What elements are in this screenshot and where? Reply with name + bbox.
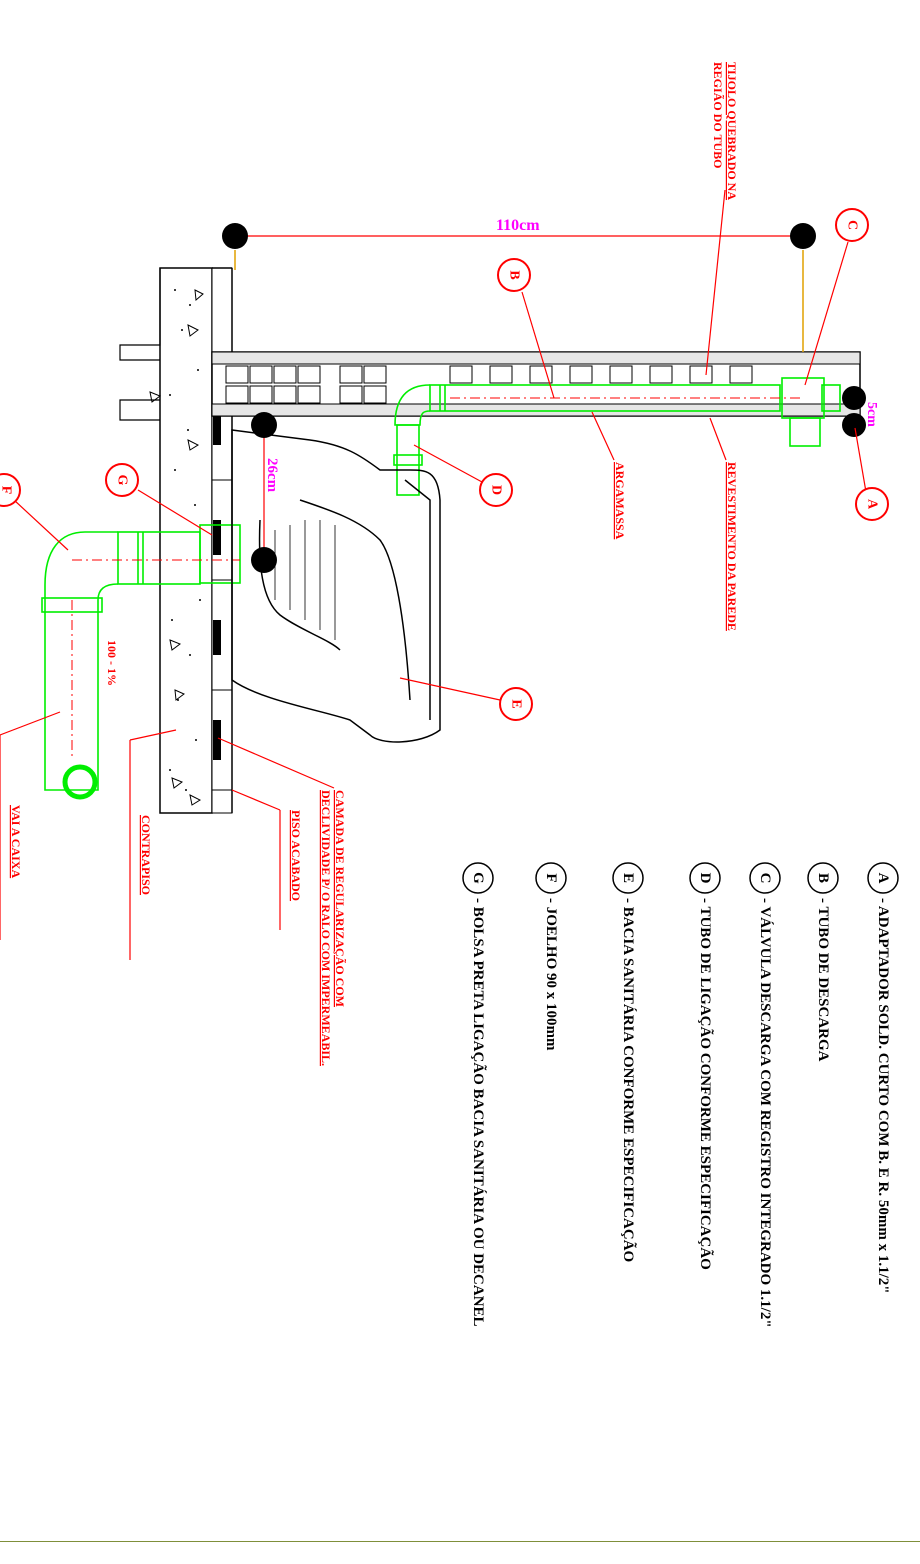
legend-badge-D: [689, 862, 721, 894]
callout-E: E: [399, 677, 533, 721]
legend-badge-B: [807, 862, 839, 894]
legend-badge-F: [535, 862, 567, 894]
legend-text-E: - BACIA SANITÁRIA CONFORME ESPECIFICAÇÃO: [620, 898, 638, 1262]
annotations: TIJOLO QUEBRADO NA REGIÃO DO TUBO REVEST…: [0, 62, 739, 1066]
legend-badge-E: [612, 862, 644, 894]
bricks: [225, 365, 753, 404]
pipe-elbow-top: [394, 384, 431, 426]
connection-tube: [396, 424, 420, 496]
legend-badge-C: [749, 862, 781, 894]
legend-letter-C: C: [757, 873, 773, 884]
legend-item-F: F - JOELHO 90 x 100mm: [535, 862, 567, 1051]
legend-letter-B: B: [815, 873, 831, 883]
label-argamassa: ARGAMASSA: [613, 462, 627, 540]
toilet-outline: [231, 429, 441, 743]
label-slope: 100 - 1%: [105, 640, 119, 686]
legend-item-G: G - BOLSA PRETA LIGAÇÃO BACIA SANITÁRIA O…: [462, 862, 494, 1327]
callout-E-letter: E: [509, 699, 524, 708]
legend-text-F: - JOELHO 90 x 100mm: [543, 898, 559, 1051]
callout-F-letter: F: [0, 486, 14, 495]
legend-badge-A: [867, 862, 899, 894]
label-vai-caixa: VAI A CAIXA: [9, 805, 23, 878]
legend-text-B: - TUBO DE DESCARGA: [815, 898, 831, 1062]
legend-letter-A: A: [875, 873, 891, 884]
legend-item-C: C - VÁLVULA DESCARGA COM REGISTRO INTEGRA…: [749, 862, 781, 1328]
callout-D: D: [413, 444, 513, 507]
toilet-bowl: [231, 429, 441, 743]
dimension-node-bottom: [251, 547, 277, 573]
label-piso: PISO ACABADO: [289, 810, 303, 901]
legend-letter-G: G: [470, 872, 486, 884]
callout-G-letter: G: [115, 475, 130, 486]
label-tijolo-1: TIJOLO QUEBRADO NA: [725, 62, 739, 200]
legend: A - ADAPTADOR SOLD. CURTO COM B. E R. 50m…: [462, 862, 899, 1328]
dimension-5: 5cm: [842, 386, 879, 437]
dimension-node-top: [251, 412, 277, 438]
legend-text-G: - BOLSA PRETA LIGAÇÃO BACIA SANITÁRIA OU…: [470, 898, 488, 1327]
aggregate-triangles: [149, 289, 204, 806]
callout-A: A: [854, 427, 889, 521]
dimension-node-5a: [842, 386, 866, 410]
dimension-node-left: [222, 223, 248, 249]
callout-C: C: [804, 208, 869, 386]
wall-structure: [119, 267, 861, 814]
callout-B: B: [497, 258, 555, 399]
bottom-border: [0, 1541, 920, 1542]
callout-D-letter: D: [489, 485, 504, 495]
callout-bubbles: A B C D E F G: [0, 208, 889, 721]
legend-item-B: B - TUBO DE DESCARGA: [807, 862, 839, 1062]
floor-tiles: [213, 400, 221, 760]
dimension-node-5b: [842, 413, 866, 437]
legend-letter-D: D: [697, 873, 713, 884]
concrete-texture: [169, 289, 201, 791]
legend-badge-G: [462, 862, 494, 894]
dimension-26-label: 26cm: [264, 458, 280, 493]
label-camada-2: DECLIVIDADE P/ O RALO COM IMPERMEABIL.: [319, 790, 333, 1066]
wall-plaster-top: [211, 351, 861, 365]
legend-item-E: E - BACIA SANITÁRIA CONFORME ESPECIFICAÇÃ…: [612, 862, 644, 1262]
callout-C-letter: C: [845, 220, 860, 230]
dimension-110: 110cm: [222, 217, 816, 352]
dimension-5-label: 5cm: [864, 402, 879, 427]
center-lines: [71, 397, 800, 760]
dimension-node-right: [790, 223, 816, 249]
callout-A-letter: A: [865, 499, 880, 510]
legend-text-D: - TUBO DE LIGAÇÃO CONFORME ESPECIFICAÇÃO: [697, 898, 715, 1270]
label-revestimento: REVESTIMENTO DA PAREDE: [725, 462, 739, 631]
legend-letter-E: E: [620, 873, 636, 883]
elbow-90: [44, 531, 119, 791]
label-contrapiso: CONTRAPISO: [139, 815, 153, 895]
wall-plaster-bottom: [211, 403, 861, 417]
callout-F: F: [0, 473, 69, 551]
legend-item-A: A - ADAPTADOR SOLD. CURTO COM B. E R. 50m…: [867, 862, 899, 1294]
legend-item-D: D - TUBO DE LIGAÇÃO CONFORME ESPECIFICAÇÃ…: [689, 862, 721, 1270]
dimension-26: 26cm: [251, 412, 280, 573]
label-camada-1: CAMADA DE REGULARIZAÇÃO COM: [333, 790, 347, 1007]
legend-text-C: - VÁLVULA DESCARGA COM REGISTRO INTEGRAD…: [757, 898, 774, 1328]
legend-text-A: - ADAPTADOR SOLD. CURTO COM B. E R. 50mm…: [875, 898, 891, 1294]
label-tijolo-2: REGIÃO DO TUBO: [711, 62, 725, 168]
concrete-slab: [159, 267, 213, 814]
callout-B-letter: B: [507, 270, 522, 279]
drain-pipe: [117, 531, 201, 585]
legend-letter-F: F: [543, 873, 559, 882]
callout-G: G: [105, 463, 213, 536]
pipe-end: [62, 764, 98, 800]
dimension-110-label: 110cm: [496, 217, 540, 234]
